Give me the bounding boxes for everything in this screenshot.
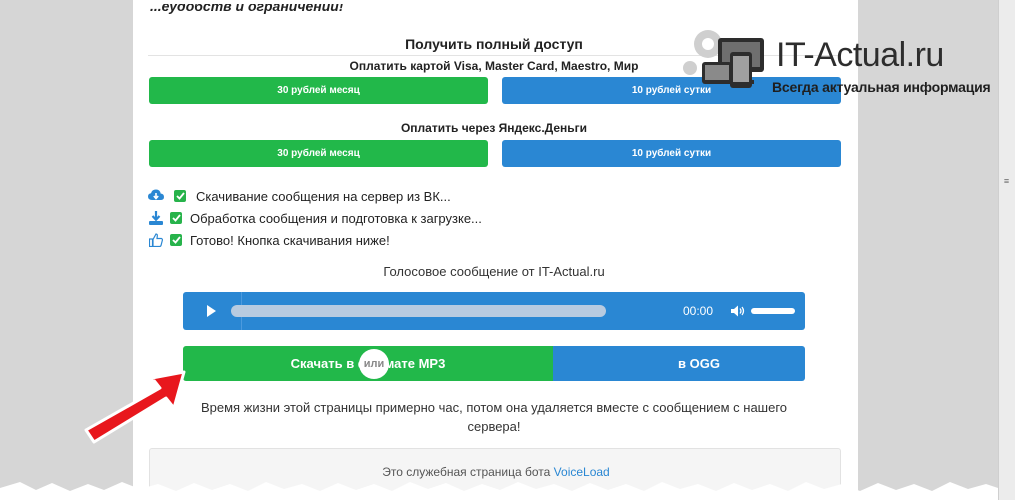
yandex-month-button[interactable]: 30 рублей месяц — [149, 140, 488, 167]
status-item-text: Готово! Кнопка скачивания ниже! — [190, 232, 390, 248]
lifetime-note: Время жизни этой страницы примерно час, … — [200, 400, 788, 434]
yandex-day-button[interactable]: 10 рублей сутки — [502, 140, 841, 167]
download-ogg-label: в OGG — [678, 356, 720, 371]
cloud-download-icon — [148, 188, 164, 204]
or-badge: или — [359, 349, 389, 379]
download-buttons: Скачать в формате MP3 в OGG — [183, 346, 805, 381]
yandex-payment-label: Оплатить через Яндекс.Деньги — [400, 121, 588, 135]
status-item-text: Обработка сообщения и подготовка к загру… — [190, 210, 482, 226]
checkmark-icon — [170, 234, 182, 246]
card-day-button[interactable]: 10 рублей сутки — [502, 77, 841, 104]
status-item-download: Скачивание сообщения на сервер из ВК... — [148, 186, 451, 206]
torn-edge-decoration — [0, 482, 998, 500]
vertical-scrollbar[interactable] — [998, 0, 1015, 500]
audio-player: 00:00 — [183, 292, 805, 330]
progress-bar[interactable] — [231, 305, 606, 317]
checkmark-icon — [174, 190, 186, 202]
download-ogg-button[interactable]: в OGG — [553, 346, 805, 381]
full-access-heading: Получить полный доступ — [405, 36, 583, 52]
status-item-processing: Обработка сообщения и подготовка к загру… — [148, 208, 482, 228]
status-item-text: Скачивание сообщения на сервер из ВК... — [196, 188, 451, 204]
voice-message-label: Голосовое сообщение от IT-Actual.ru — [383, 264, 605, 279]
thumbs-up-icon — [148, 232, 164, 248]
logo-gears-icon — [683, 30, 764, 88]
red-arrow-icon — [84, 370, 186, 444]
footer-bot-link[interactable]: VoiceLoad — [553, 465, 610, 479]
footer-text-main: Это служебная страница бота — [382, 465, 554, 479]
time-display: 00:00 — [683, 304, 714, 318]
card-payment-label: Оплатить картой Visa, Master Card, Maest… — [349, 59, 639, 73]
scrollbar-grip-icon[interactable]: ≡ — [1003, 176, 1010, 186]
volume-slider[interactable] — [751, 308, 795, 314]
footer-text: Это служебная страница бота VoiceLoad — [150, 465, 842, 479]
top-cut-text: ...еудобств и ограничений! — [150, 4, 344, 14]
right-background — [858, 0, 998, 500]
logo-title: IT-Actual.ru — [776, 36, 944, 74]
checkmark-icon — [170, 212, 182, 224]
heading-divider — [148, 55, 840, 56]
card-month-button[interactable]: 30 рублей месяц — [149, 77, 488, 104]
status-item-ready: Готово! Кнопка скачивания ниже! — [148, 230, 390, 250]
download-icon — [148, 210, 164, 226]
volume-icon[interactable] — [730, 304, 746, 318]
play-icon[interactable] — [203, 303, 219, 319]
logo-subtitle: Всегда актуальная информация — [772, 79, 991, 95]
